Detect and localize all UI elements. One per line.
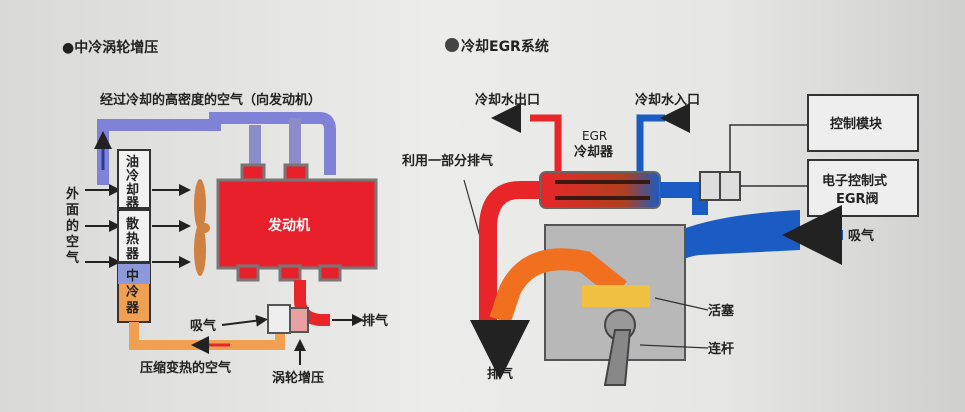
egr-cooler: [539, 171, 661, 209]
control-module-label: 控制模块: [830, 116, 883, 132]
control-module-box: [807, 94, 919, 152]
turbocharger: [267, 304, 309, 334]
cooled-air-pipe: [97, 112, 336, 185]
svg-text:面: 面: [66, 203, 79, 218]
intake-label: 吸气: [190, 318, 216, 334]
egr-valve-label-2: EGR阀: [836, 191, 879, 207]
intercooler: 中 冷 器: [117, 263, 151, 323]
coolant-out-pipe: [530, 114, 562, 175]
engine-block: 发动机: [216, 163, 378, 282]
egr-valve-label-1: 电子控制式: [822, 173, 887, 189]
svg-text:的: 的: [66, 218, 79, 234]
exhaust-port: [489, 248, 627, 324]
cooled-air-label: 经过冷却的高密度的空气（向发动机）: [100, 92, 321, 108]
rod-label: 连杆: [708, 341, 734, 357]
svg-text:器: 器: [125, 247, 140, 262]
svg-text:外: 外: [65, 186, 79, 202]
exhaust-label: 排气: [362, 313, 388, 329]
svg-text:冷: 冷: [126, 284, 139, 300]
svg-text:散: 散: [126, 216, 140, 232]
svg-text:却: 却: [126, 182, 139, 198]
svg-text:中: 中: [126, 268, 139, 284]
outside-air-label: 外 面 的 空 气: [65, 186, 79, 266]
intercooler-turbo-diagram: ●中冷涡轮增压 经过冷却的高密度的空气（向发动机） 外 面 的 空 气 油 冷 …: [62, 39, 388, 386]
right-title: 冷却EGR系统: [461, 38, 549, 55]
manifold-pipe: [249, 118, 301, 170]
turbo-label: 涡轮增压: [272, 370, 324, 386]
intake-label: 吸气: [848, 228, 874, 244]
exhaust-label: 排气: [487, 366, 513, 382]
egr-outlet-pipe: [660, 182, 708, 215]
svg-text:器: 器: [125, 196, 140, 211]
svg-text:气: 气: [66, 250, 79, 266]
egr-cooler-label-1: EGR: [582, 129, 607, 143]
left-title: ●中冷涡轮增压: [62, 39, 158, 56]
svg-text:油: 油: [126, 154, 139, 170]
svg-text:热: 热: [126, 231, 139, 247]
egr-valve: [699, 171, 741, 201]
coolant-in-label: 冷却水入口: [635, 92, 700, 108]
use-exhaust-label: 利用一部分排气: [402, 153, 493, 169]
air-arrows: [85, 184, 191, 268]
svg-text:空: 空: [66, 234, 79, 250]
piston: [582, 285, 650, 307]
bullet-icon: [445, 38, 459, 52]
oil-cooler: 油 冷 却 器: [117, 149, 151, 211]
svg-text:器: 器: [125, 301, 140, 316]
engine-label: 发动机: [267, 217, 310, 234]
compressed-air-label: 压缩变热的空气: [140, 360, 231, 376]
connecting-rod: [603, 329, 632, 386]
fan-icon: [194, 179, 210, 276]
radiator: 散 热 器: [117, 209, 151, 263]
piston-label: 活塞: [708, 303, 735, 319]
svg-text:冷: 冷: [126, 168, 139, 184]
egr-cooler-label-2: 冷却器: [574, 144, 614, 160]
coolant-out-label: 冷却水出口: [475, 92, 540, 108]
coolant-in-pipe: [636, 114, 665, 175]
cooled-egr-diagram: 冷却EGR系统 冷却水出口 冷却水入口 EGR 冷却器 利用一部分排气 控制模块…: [402, 38, 919, 386]
exhaust-recirc-pipe: [479, 181, 540, 320]
